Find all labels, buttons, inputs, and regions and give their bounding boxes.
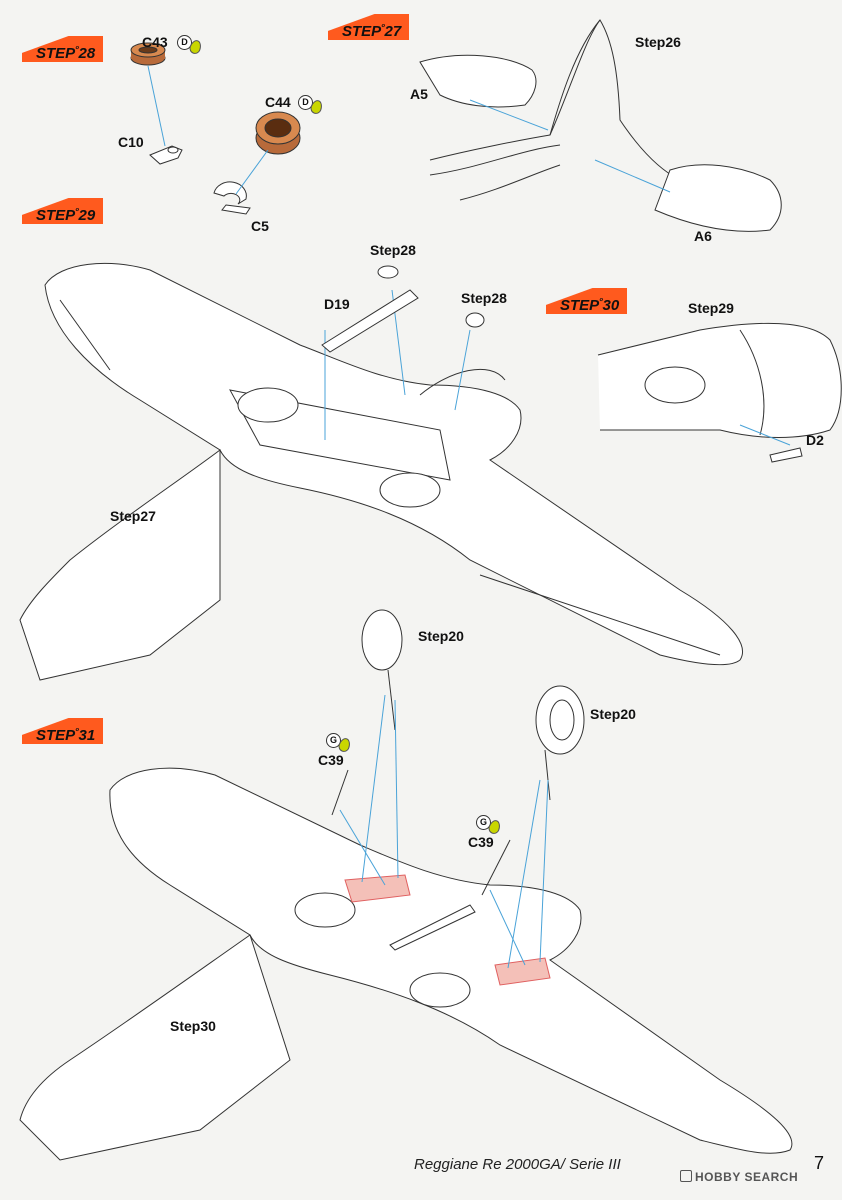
kit-title-footer: Reggiane Re 2000GA/ Serie III bbox=[414, 1156, 621, 1173]
step-word: STEP bbox=[560, 297, 600, 314]
part-label-a6: A6 bbox=[694, 228, 712, 244]
part-label-c43: C43 bbox=[142, 34, 168, 50]
step-number: 30 bbox=[602, 297, 620, 314]
part-c44-drawing bbox=[255, 111, 301, 155]
step-27-badge: STEPº27 bbox=[328, 14, 410, 40]
part-label-c39-left: C39 bbox=[318, 752, 344, 768]
page-number: 7 bbox=[814, 1153, 825, 1173]
ref-step28-b: Step28 bbox=[461, 290, 507, 306]
part-label-d19: D19 bbox=[324, 296, 350, 312]
step-29-badge: STEPº29 bbox=[22, 198, 104, 224]
step-28-badge: STEPº28 bbox=[22, 36, 104, 62]
ref-step30: Step30 bbox=[170, 1018, 216, 1034]
step-number: 31 bbox=[78, 727, 96, 744]
part-label-d2: D2 bbox=[806, 432, 824, 448]
step-word: STEP bbox=[342, 23, 382, 40]
part-c5-drawing bbox=[213, 181, 251, 215]
ref-step29: Step29 bbox=[688, 300, 734, 316]
ref-step27: Step27 bbox=[110, 508, 156, 524]
step-30-badge: STEPº30 bbox=[546, 288, 628, 314]
step-word: STEP bbox=[36, 45, 76, 62]
decal-g-mark: G bbox=[476, 815, 491, 830]
part-label-a5: A5 bbox=[410, 86, 428, 102]
part-label-c10: C10 bbox=[118, 134, 144, 150]
wing-upper-drawing bbox=[19, 262, 743, 681]
part-c10-drawing bbox=[149, 145, 183, 165]
ref-step20-b: Step20 bbox=[590, 706, 636, 722]
wing-lower-drawing bbox=[19, 609, 793, 1161]
step-word: STEP bbox=[36, 727, 76, 744]
step-word: STEP bbox=[36, 207, 76, 224]
step-31-badge: STEPº31 bbox=[22, 718, 104, 744]
watermark-text: HOBBY SEARCH bbox=[695, 1170, 799, 1184]
tail-drawing bbox=[419, 19, 782, 232]
part-label-c44: C44 bbox=[265, 94, 291, 110]
part-c43-drawing bbox=[130, 42, 166, 66]
step-number: 28 bbox=[78, 45, 96, 62]
step-number: 27 bbox=[384, 23, 402, 40]
ref-step20-a: Step20 bbox=[418, 628, 464, 644]
ref-step26: Step26 bbox=[635, 34, 681, 50]
ref-step28-a: Step28 bbox=[370, 242, 416, 258]
part-label-c39-right: C39 bbox=[468, 834, 494, 850]
step-number: 29 bbox=[78, 207, 96, 224]
watermark-logo-icon bbox=[680, 1170, 692, 1182]
watermark: HOBBY SEARCH bbox=[680, 1170, 798, 1184]
fuselage-step30-drawing bbox=[597, 322, 842, 463]
part-label-c5: C5 bbox=[251, 218, 269, 234]
